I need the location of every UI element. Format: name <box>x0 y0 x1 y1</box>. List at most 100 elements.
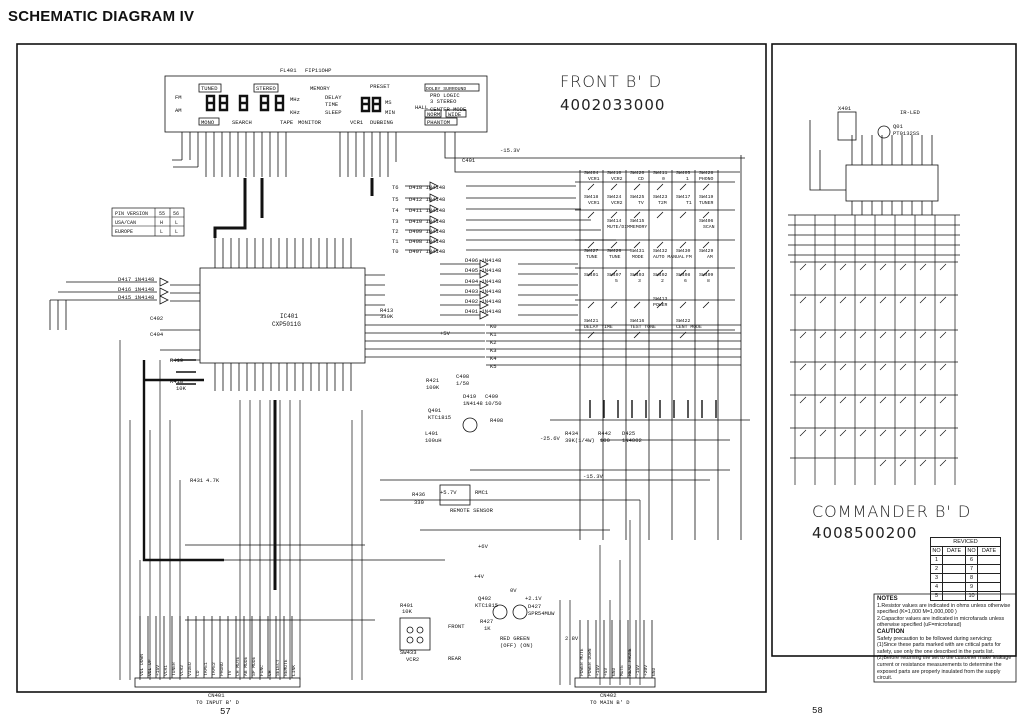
hall-label: HALL <box>415 104 428 111</box>
sleep-label: SLEEP <box>325 109 342 116</box>
d427-part: SPR54MUW <box>528 610 555 617</box>
svg-text:+15V: +15V <box>595 665 601 676</box>
ms-label: MS <box>385 99 392 106</box>
diode-label: D401 1N4148 <box>465 308 501 315</box>
q401-label: Q401 <box>428 407 442 414</box>
svg-text:AB MODE: AB MODE <box>243 656 249 676</box>
voltage-label: +2.1V <box>525 595 542 602</box>
diode-label: D403 1N4148 <box>465 288 501 295</box>
diode-label: D417 1N4148 <box>118 276 154 283</box>
r401-value: 10K <box>402 608 413 615</box>
switch-name: TEST TONE <box>630 324 656 330</box>
q402-symbol <box>492 604 508 620</box>
strobe-label: T5 <box>392 196 399 203</box>
diode-label: D416 1N4148 <box>118 286 154 293</box>
svg-text:EUROPE: EUROPE <box>115 229 133 235</box>
caution-title: CAUTION <box>877 628 905 635</box>
svg-text:VCR1: VCR1 <box>163 665 169 676</box>
switch-name: 0 <box>662 176 665 182</box>
key-label: K1 <box>490 331 497 338</box>
switch-name: TV <box>638 200 644 206</box>
diode-label: D415 1N4148 <box>118 294 154 301</box>
switch-name: AM <box>707 254 713 260</box>
svg-text:+20V: +20V <box>643 665 649 676</box>
switch-ref: SW415 <box>630 218 645 224</box>
diode-label: D411 1N4148 <box>409 207 445 214</box>
r418-label: R418 <box>170 378 183 385</box>
q402-label: Q402 <box>478 595 491 602</box>
fl401-label: FL401 <box>280 67 297 74</box>
svg-text:+15V: +15V <box>155 665 161 676</box>
diode-label: D407 1N4148 <box>409 248 445 255</box>
r442-value: 100 <box>600 437 610 444</box>
switch-ref: SW409 <box>699 272 714 278</box>
r431-value: 4.7K <box>206 477 220 484</box>
norm-label: NORM <box>427 111 440 118</box>
q401-symbol <box>462 417 478 433</box>
r434-label: R434 <box>565 430 579 437</box>
c402-label: C402 <box>150 315 163 322</box>
switch-name: VCR1 <box>588 200 600 206</box>
svg-text:REMOTE: REMOTE <box>283 659 289 676</box>
mhz-label: MHz <box>290 96 300 103</box>
r421-value: 100K <box>426 384 440 391</box>
ic401-label: IC401 <box>280 313 298 320</box>
commander-board-border <box>771 43 1017 657</box>
switch-ref: SW411 <box>653 170 668 176</box>
svg-text:SELECT: SELECT <box>275 659 281 676</box>
voltage-label: +5V <box>440 330 451 337</box>
diode-column-k <box>440 259 578 320</box>
khz-label: KHz <box>290 109 300 116</box>
center-mode-label: CENTER MODE <box>430 106 467 113</box>
svg-text:TAPE2: TAPE2 <box>211 662 217 676</box>
switch-name: FM <box>686 254 692 260</box>
svg-text:FUNC: FUNC <box>259 665 265 676</box>
svg-text:PIN VERSION: PIN VERSION <box>115 211 148 217</box>
r401-label: R401 <box>400 602 414 609</box>
delay-label: DELAY <box>325 94 342 101</box>
r427-label: R427 <box>480 618 493 625</box>
switch-name: T1 <box>686 200 692 206</box>
svg-text:TV: TV <box>227 670 233 676</box>
voltage-label: -25.6V <box>540 435 561 442</box>
commander-key-matrix <box>788 214 960 485</box>
c408-value: 1/50 <box>456 380 469 387</box>
led-state: (OFF) (ON) <box>500 642 533 649</box>
3stereo-label: 3 STEREO <box>430 98 457 105</box>
switch-name: SCAN <box>703 224 715 230</box>
switch-name: 5 <box>615 278 618 284</box>
front-label: FRONT <box>448 623 465 630</box>
switch-ref: SW430 <box>676 248 691 254</box>
r413-label: R413 <box>380 307 393 314</box>
q01-label: Q01 <box>893 123 904 130</box>
r413-value: 330K <box>380 313 394 320</box>
time-label: TIME <box>325 101 339 108</box>
cn401-body <box>134 677 301 688</box>
key-label: K5 <box>490 363 497 370</box>
prologic-label: PRO LOGIC <box>430 92 460 99</box>
front-key-matrix <box>486 155 742 540</box>
switch-name: DELAY TIME <box>584 324 613 330</box>
switch-ref: SW413 <box>653 296 668 302</box>
r436-value: 330 <box>414 499 424 506</box>
dolby-label: DOLBY SURROUND <box>426 86 466 92</box>
switch-name: MUTE/DIM <box>607 224 630 230</box>
voltage-label: 0V <box>510 587 517 594</box>
r436-label: R436 <box>412 491 425 498</box>
switch-ref: SW426 <box>607 248 622 254</box>
svg-text:H: H <box>160 220 163 226</box>
svg-text:SP MODE: SP MODE <box>251 656 257 676</box>
switch-ref: SW402 <box>653 272 668 278</box>
switch-name: TUNE <box>586 254 598 260</box>
svg-text:CH: CH <box>267 670 273 676</box>
strobe-label: T4 <box>392 207 399 214</box>
switch-ref: SW427 <box>584 248 599 254</box>
voltage-label: 2.8V <box>565 635 579 642</box>
memory-label: MEMORY <box>310 85 331 92</box>
stereo-label: STEREO <box>256 85 277 92</box>
switch-ref: SW429 <box>699 248 714 254</box>
switch-ref: SW423 <box>653 194 668 200</box>
note-item: 2.Capacitor values are indicated in micr… <box>877 615 1005 629</box>
switch-name: TUNE <box>609 254 621 260</box>
